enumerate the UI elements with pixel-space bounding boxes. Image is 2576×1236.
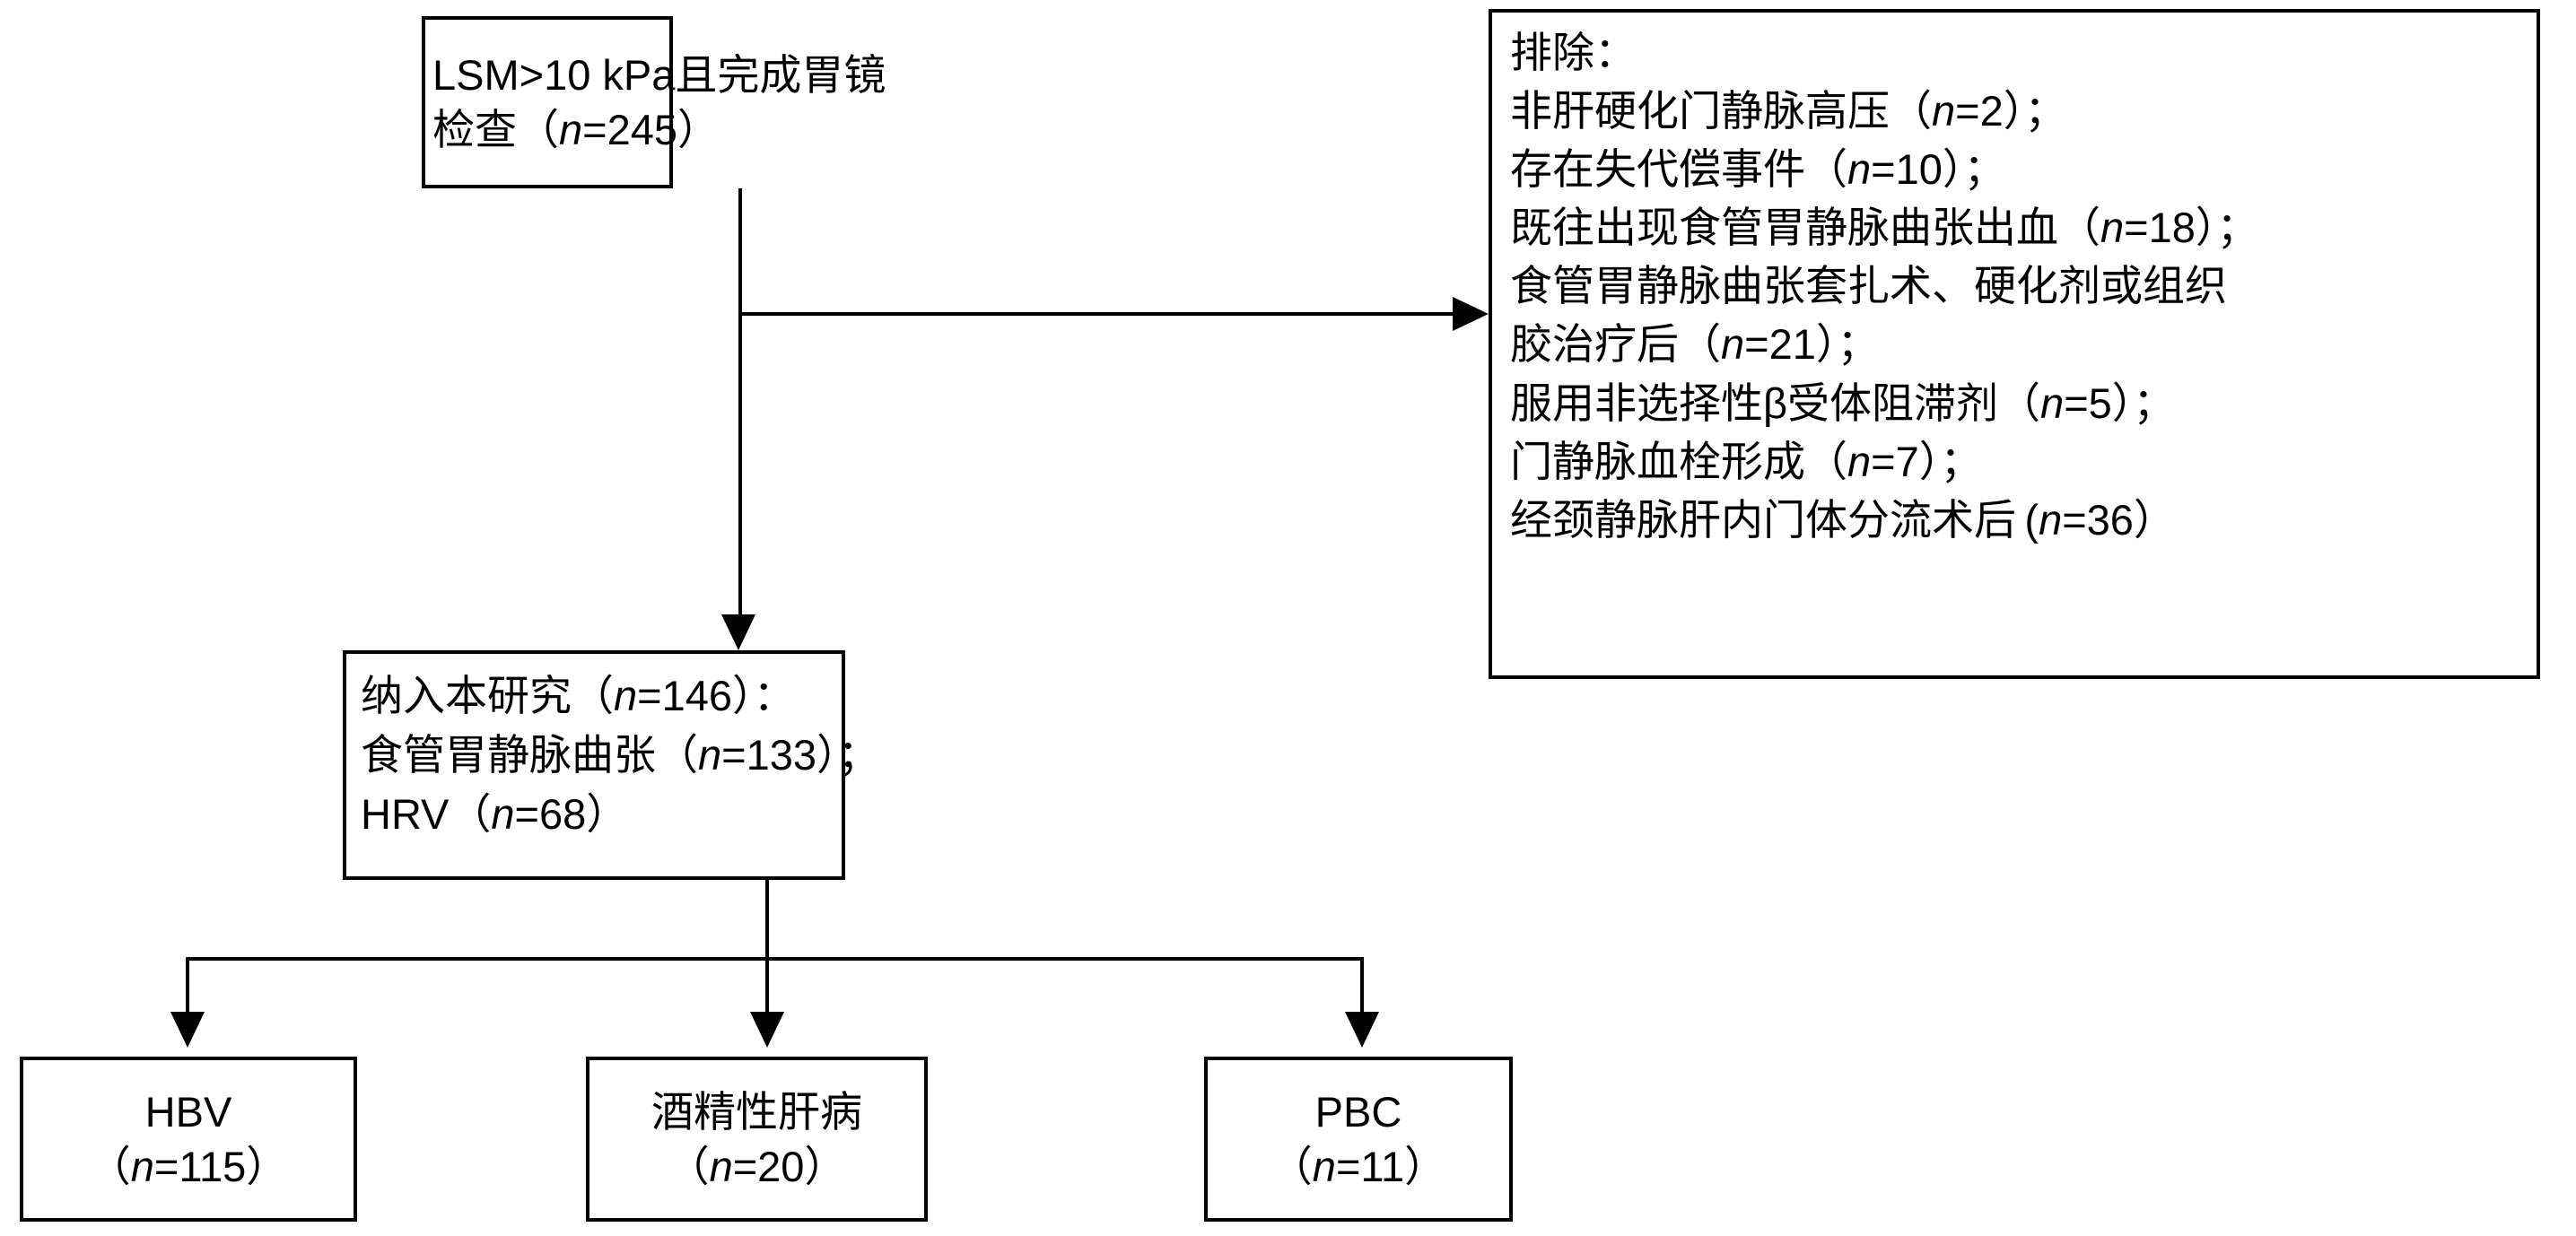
edge-included-to-pbc-line (1360, 957, 1364, 1017)
edge-screened-to-included-line (738, 188, 742, 622)
edge-screened-to-included-arrowhead (721, 614, 755, 650)
node-pbc-line-2: （n=11） (1270, 1143, 1447, 1190)
node-ald-line-1: 酒精性肝病 (651, 1087, 862, 1136)
edge-included-to-ald-arrowhead (750, 1012, 784, 1048)
node-excluded-line-1: 排除： (1510, 29, 1637, 76)
node-hbv: HBV （n=115） (20, 1057, 357, 1222)
node-excluded-line-8: 门静脉血栓形成（n=7）； (1510, 437, 1983, 485)
node-excluded-line-5: 食管胃静脉曲张套扎术、硬化剂或组织 (1510, 262, 2227, 310)
node-hbv-line-2: （n=115） (88, 1143, 289, 1190)
node-included-line-1: 纳入本研究（n=146）： (361, 672, 796, 719)
node-excluded-line-9: 经颈静脉肝内门体分流术后 (n=36） (1510, 495, 2176, 544)
node-screened: LSM>10 kPa且完成胃镜 检查（n=245） (422, 16, 886, 188)
node-screened-line-1: LSM>10 kPa且完成胃镜 (432, 50, 886, 99)
node-included-line-2: 食管胃静脉曲张（n=133）； (361, 730, 880, 779)
edge-screened-to-excluded-line (738, 312, 1456, 316)
node-excluded: 排除： 非肝硬化门静脉高压（n=2）； 存在失代偿事件（n=10）； 既往出现食… (1489, 9, 2540, 679)
edge-included-to-pbc-arrowhead (1345, 1012, 1379, 1048)
node-ald: 酒精性肝病 （n=20） (586, 1057, 928, 1222)
edge-included-to-ald-line (765, 957, 769, 1017)
edge-included-to-hbv-arrowhead (170, 1012, 205, 1048)
node-included: 纳入本研究（n=146）： 食管胃静脉曲张（n=133）； HRV（n=68） (343, 650, 880, 880)
node-excluded-line-3: 存在失代偿事件（n=10）； (1510, 145, 2006, 194)
node-excluded-line-4: 既往出现食管胃静脉曲张出血（n=18）； (1510, 204, 2259, 252)
node-hbv-line-1: HBV (144, 1087, 232, 1136)
edge-included-distribution-bar (186, 957, 1364, 961)
node-ald-line-2: （n=20） (667, 1143, 847, 1190)
node-pbc-line-1: PBC (1314, 1087, 1402, 1136)
spacer (361, 654, 842, 666)
edge-included-to-hbv-line (186, 957, 189, 1017)
node-excluded-line-2: 非肝硬化门静脉高压（n=2）； (1510, 87, 2067, 135)
node-screened-line-2: 检查（n=245） (432, 106, 720, 153)
node-excluded-line-6: 胶治疗后（n=21）； (1510, 320, 1880, 369)
node-pbc: PBC （n=11） (1204, 1057, 1513, 1222)
edge-screened-to-excluded-arrowhead (1453, 297, 1489, 331)
edge-included-trunk (765, 880, 769, 961)
node-included-line-3: HRV（n=68） (361, 789, 629, 838)
node-excluded-line-7: 服用非选择性β受体阻滞剂（n=5）； (1510, 379, 2176, 427)
